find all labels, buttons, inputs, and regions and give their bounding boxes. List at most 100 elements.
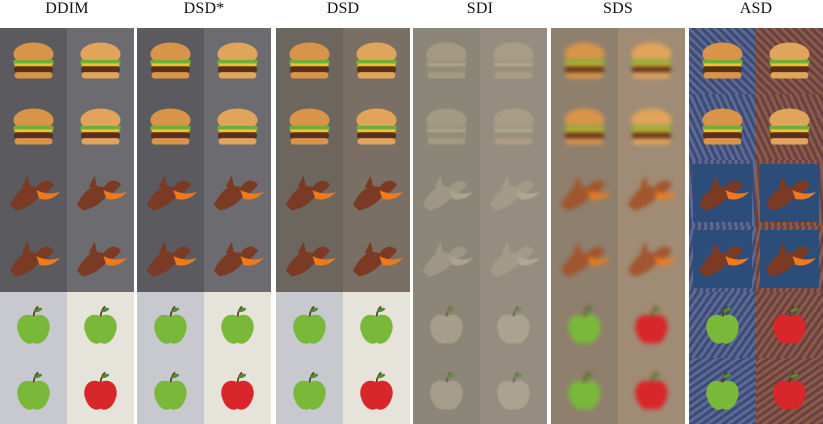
dragon-illustration [622, 164, 681, 222]
image-grid-sdi-thumb-r3-c2 [480, 160, 547, 226]
image-grid-sdi-thumb-r2-c2 [480, 94, 547, 160]
image-grid-sds-thumb-r5-c2 [618, 292, 685, 358]
image-grid-ddim-thumb-r3-c2 [67, 160, 134, 226]
burger-illustration [760, 32, 819, 90]
image-grid-sds-thumb-r4-c2 [618, 226, 685, 292]
image-grid-ddim-thumb-r5-c1 [0, 292, 67, 358]
image-grid-dsd-star-thumb-r6-c2 [204, 358, 271, 424]
image-grid-sds-thumb-r5-c1 [551, 292, 618, 358]
image-grid-asd-thumb-r4-c2 [756, 226, 823, 292]
apple-illustration [208, 362, 267, 420]
dragon-illustration [484, 230, 543, 288]
image-grid-ddim-thumb-r4-c2 [67, 226, 134, 292]
burger-illustration [280, 98, 339, 156]
image-grid-dsd-thumb-r1-c1 [276, 28, 343, 94]
column-sds: SDS [551, 0, 685, 424]
apple-illustration [347, 296, 406, 354]
dragon-illustration [280, 164, 339, 222]
image-grid-sdi [413, 28, 547, 424]
apple-illustration [347, 362, 406, 420]
image-grid-dsd-star-thumb-r5-c2 [204, 292, 271, 358]
image-grid-sds-thumb-r6-c2 [618, 358, 685, 424]
burger-illustration [141, 98, 200, 156]
column-title-dsd: DSD [326, 0, 360, 17]
apple-illustration [484, 362, 543, 420]
apple-illustration [71, 296, 130, 354]
image-grid-dsd-star-thumb-r2-c2 [204, 94, 271, 160]
burger-illustration [141, 32, 200, 90]
burger-illustration [622, 32, 681, 90]
dragon-illustration [208, 230, 267, 288]
burger-illustration [555, 32, 614, 90]
image-grid-sdi-thumb-r6-c2 [480, 358, 547, 424]
dragon-illustration [417, 164, 476, 222]
burger-illustration [555, 98, 614, 156]
column-dsd: DSD [276, 0, 410, 424]
apple-illustration [693, 362, 752, 420]
image-grid-sds-thumb-r2-c1 [551, 94, 618, 160]
burger-illustration [4, 32, 63, 90]
column-ddim: DDIM [0, 0, 134, 424]
dragon-illustration [760, 229, 819, 289]
image-grid-dsd-thumb-r5-c1 [276, 292, 343, 358]
image-grid-sdi-thumb-r2-c1 [413, 94, 480, 160]
column-sdi: SDI [413, 0, 547, 424]
image-grid-dsd-thumb-r4-c2 [343, 226, 410, 292]
image-grid-sds-thumb-r1-c1 [551, 28, 618, 94]
column-title-sds: SDS [603, 0, 633, 17]
image-grid-asd-thumb-r2-c2 [756, 94, 823, 160]
burger-illustration [347, 32, 406, 90]
apple-illustration [208, 296, 267, 354]
apple-illustration [4, 362, 63, 420]
column-title-sdi: SDI [466, 0, 494, 17]
burger-illustration [347, 98, 406, 156]
image-grid-asd-thumb-r1-c1 [689, 28, 756, 94]
apple-illustration [141, 296, 200, 354]
image-grid-dsd-star [137, 28, 271, 424]
apple-illustration [280, 296, 339, 354]
burger-illustration [208, 98, 267, 156]
image-grid-dsd-thumb-r6-c1 [276, 358, 343, 424]
image-grid-ddim-thumb-r2-c2 [67, 94, 134, 160]
image-grid-dsd-star-thumb-r3-c1 [137, 160, 204, 226]
apple-illustration [760, 296, 819, 354]
apple-illustration [71, 362, 130, 420]
image-grid-dsd-star-thumb-r6-c1 [137, 358, 204, 424]
image-grid-ddim-thumb-r1-c2 [67, 28, 134, 94]
image-grid-asd [689, 28, 823, 424]
apple-illustration [555, 362, 614, 420]
dragon-illustration [347, 164, 406, 222]
image-grid-dsd-star-thumb-r5-c1 [137, 292, 204, 358]
dragon-illustration [141, 230, 200, 288]
image-grid-sds-thumb-r4-c1 [551, 226, 618, 292]
image-grid-sdi-thumb-r5-c2 [480, 292, 547, 358]
dragon-illustration [693, 229, 752, 289]
image-grid-asd-thumb-r2-c1 [689, 94, 756, 160]
burger-illustration [484, 98, 543, 156]
column-dsd-star: DSD* [137, 0, 271, 424]
column-title-dsd-star: DSD* [183, 0, 225, 17]
burger-illustration [622, 98, 681, 156]
apple-illustration [484, 296, 543, 354]
column-title-ddim: DDIM [45, 0, 89, 17]
burger-illustration [280, 32, 339, 90]
burger-illustration [760, 98, 819, 156]
image-grid-dsd-thumb-r2-c2 [343, 94, 410, 160]
image-grid-dsd-thumb-r5-c2 [343, 292, 410, 358]
dragon-illustration [71, 230, 130, 288]
image-grid-asd-thumb-r3-c1 [689, 160, 756, 226]
image-grid-dsd [276, 28, 410, 424]
image-grid-ddim-thumb-r1-c1 [0, 28, 67, 94]
burger-illustration [693, 32, 752, 90]
image-grid-ddim-thumb-r4-c1 [0, 226, 67, 292]
burger-illustration [484, 32, 543, 90]
image-grid-asd-thumb-r5-c2 [756, 292, 823, 358]
apple-illustration [555, 296, 614, 354]
image-grid-asd-thumb-r6-c2 [756, 358, 823, 424]
burger-illustration [71, 98, 130, 156]
dragon-illustration [4, 230, 63, 288]
dragon-illustration [484, 164, 543, 222]
column-asd: ASD [689, 0, 823, 424]
image-grid-sds-thumb-r3-c1 [551, 160, 618, 226]
image-grid-sds-thumb-r2-c2 [618, 94, 685, 160]
